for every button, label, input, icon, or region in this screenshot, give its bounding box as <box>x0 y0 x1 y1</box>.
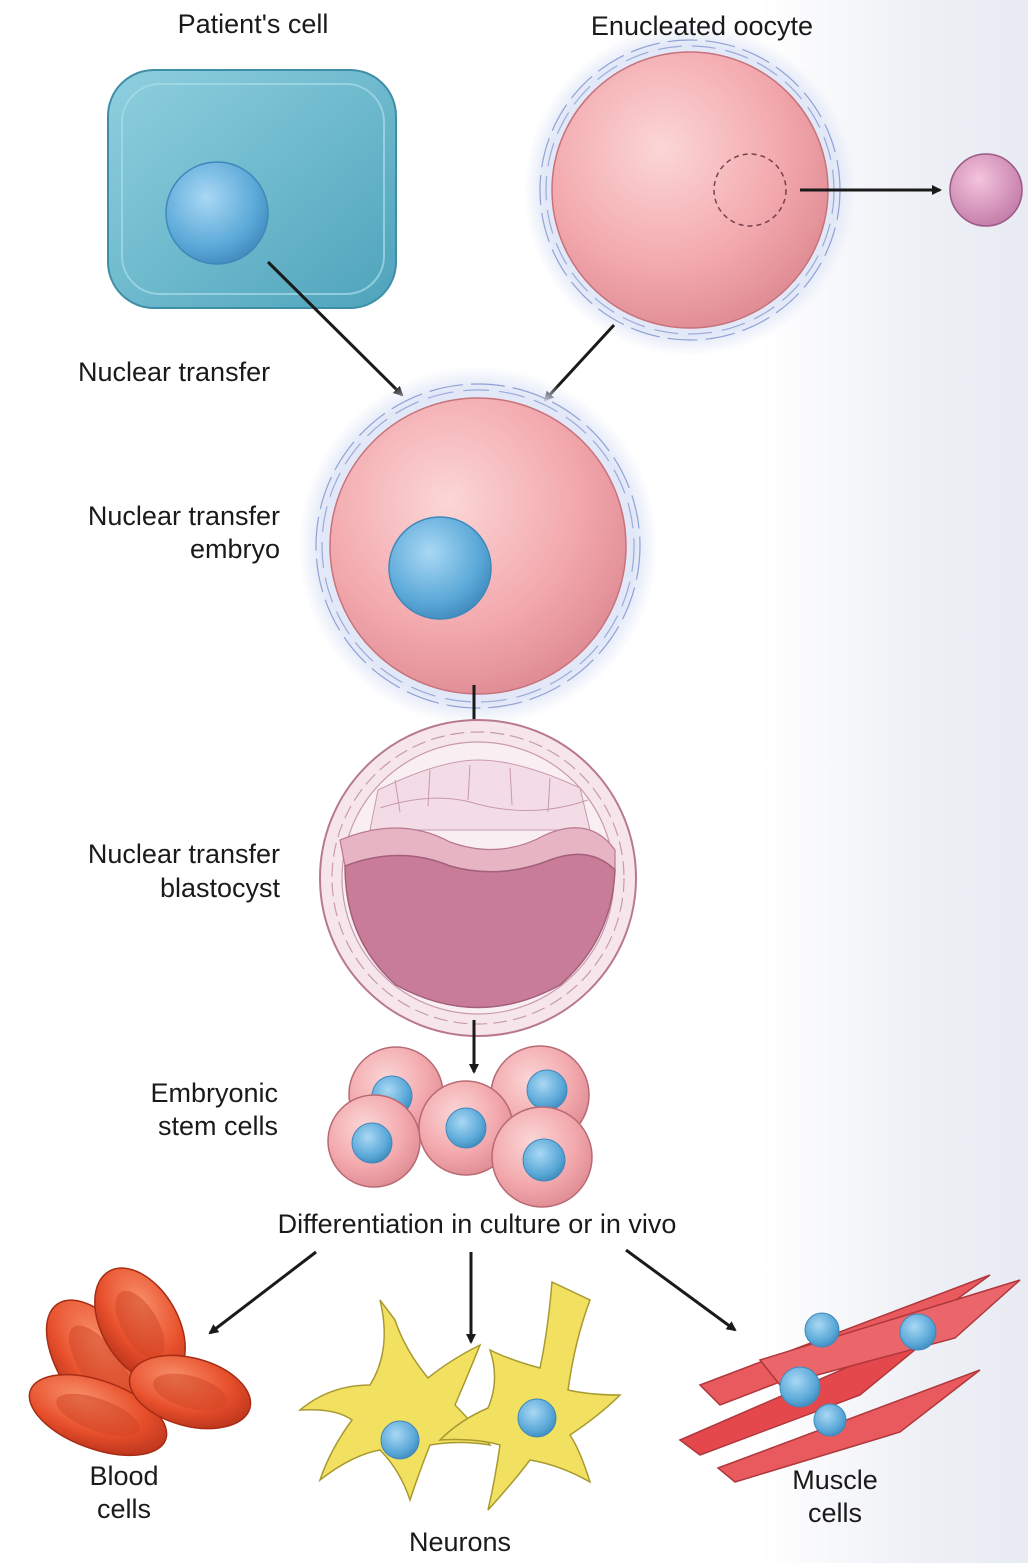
label-nt-embryo-line1: Nuclear transfer <box>88 500 280 533</box>
es-cell <box>328 1095 420 1187</box>
label-muscle-line2: cells <box>808 1497 862 1530</box>
label-nt-embryo-line2: embryo <box>190 533 280 566</box>
nuclear-transfer-embryo <box>298 366 658 726</box>
label-muscle-line1: Muscle <box>792 1464 878 1497</box>
label-es-cells-line2: stem cells <box>158 1110 278 1143</box>
neuron-left <box>300 1300 490 1500</box>
patient-nucleus <box>166 162 268 264</box>
muscle-nucleus <box>780 1367 820 1407</box>
nuclear-transfer-blastocyst <box>320 720 636 1036</box>
arrow-to-muscle-cells <box>626 1250 735 1330</box>
label-differentiation: Differentiation in culture or in vivo <box>278 1208 677 1241</box>
es-cell <box>492 1107 592 1207</box>
blood-cells <box>19 1252 259 1471</box>
es-nucleus <box>446 1108 486 1148</box>
embryo-nucleus <box>389 517 491 619</box>
muscle-nucleus <box>814 1404 846 1436</box>
muscle-nucleus <box>805 1313 839 1347</box>
es-nucleus <box>527 1070 567 1110</box>
neuron-nucleus <box>381 1421 419 1459</box>
neuron-nucleus <box>518 1399 556 1437</box>
label-blood-line1: Blood <box>89 1460 158 1493</box>
polar-body <box>950 154 1022 226</box>
label-patient-cell: Patient's cell <box>178 8 329 41</box>
label-nt-blastocyst-line1: Nuclear transfer <box>88 838 280 871</box>
label-neurons: Neurons <box>409 1526 511 1559</box>
label-nuclear-transfer: Nuclear transfer <box>78 356 270 389</box>
arrow-to-blood-cells <box>210 1252 316 1333</box>
patient-cell <box>108 70 396 308</box>
label-es-cells-line1: Embryonic <box>150 1077 278 1110</box>
neuron-right <box>440 1282 620 1510</box>
label-blood-line2: cells <box>97 1493 151 1526</box>
muscle-cells <box>680 1275 1020 1482</box>
label-enucleated-oocyte: Enucleated oocyte <box>591 10 813 43</box>
muscle-nucleus <box>900 1314 936 1350</box>
embryonic-stem-cell-cluster <box>328 1046 592 1207</box>
label-nt-blastocyst-line2: blastocyst <box>160 872 280 905</box>
es-nucleus <box>352 1123 392 1163</box>
neurons <box>300 1282 620 1510</box>
es-nucleus <box>523 1139 565 1181</box>
